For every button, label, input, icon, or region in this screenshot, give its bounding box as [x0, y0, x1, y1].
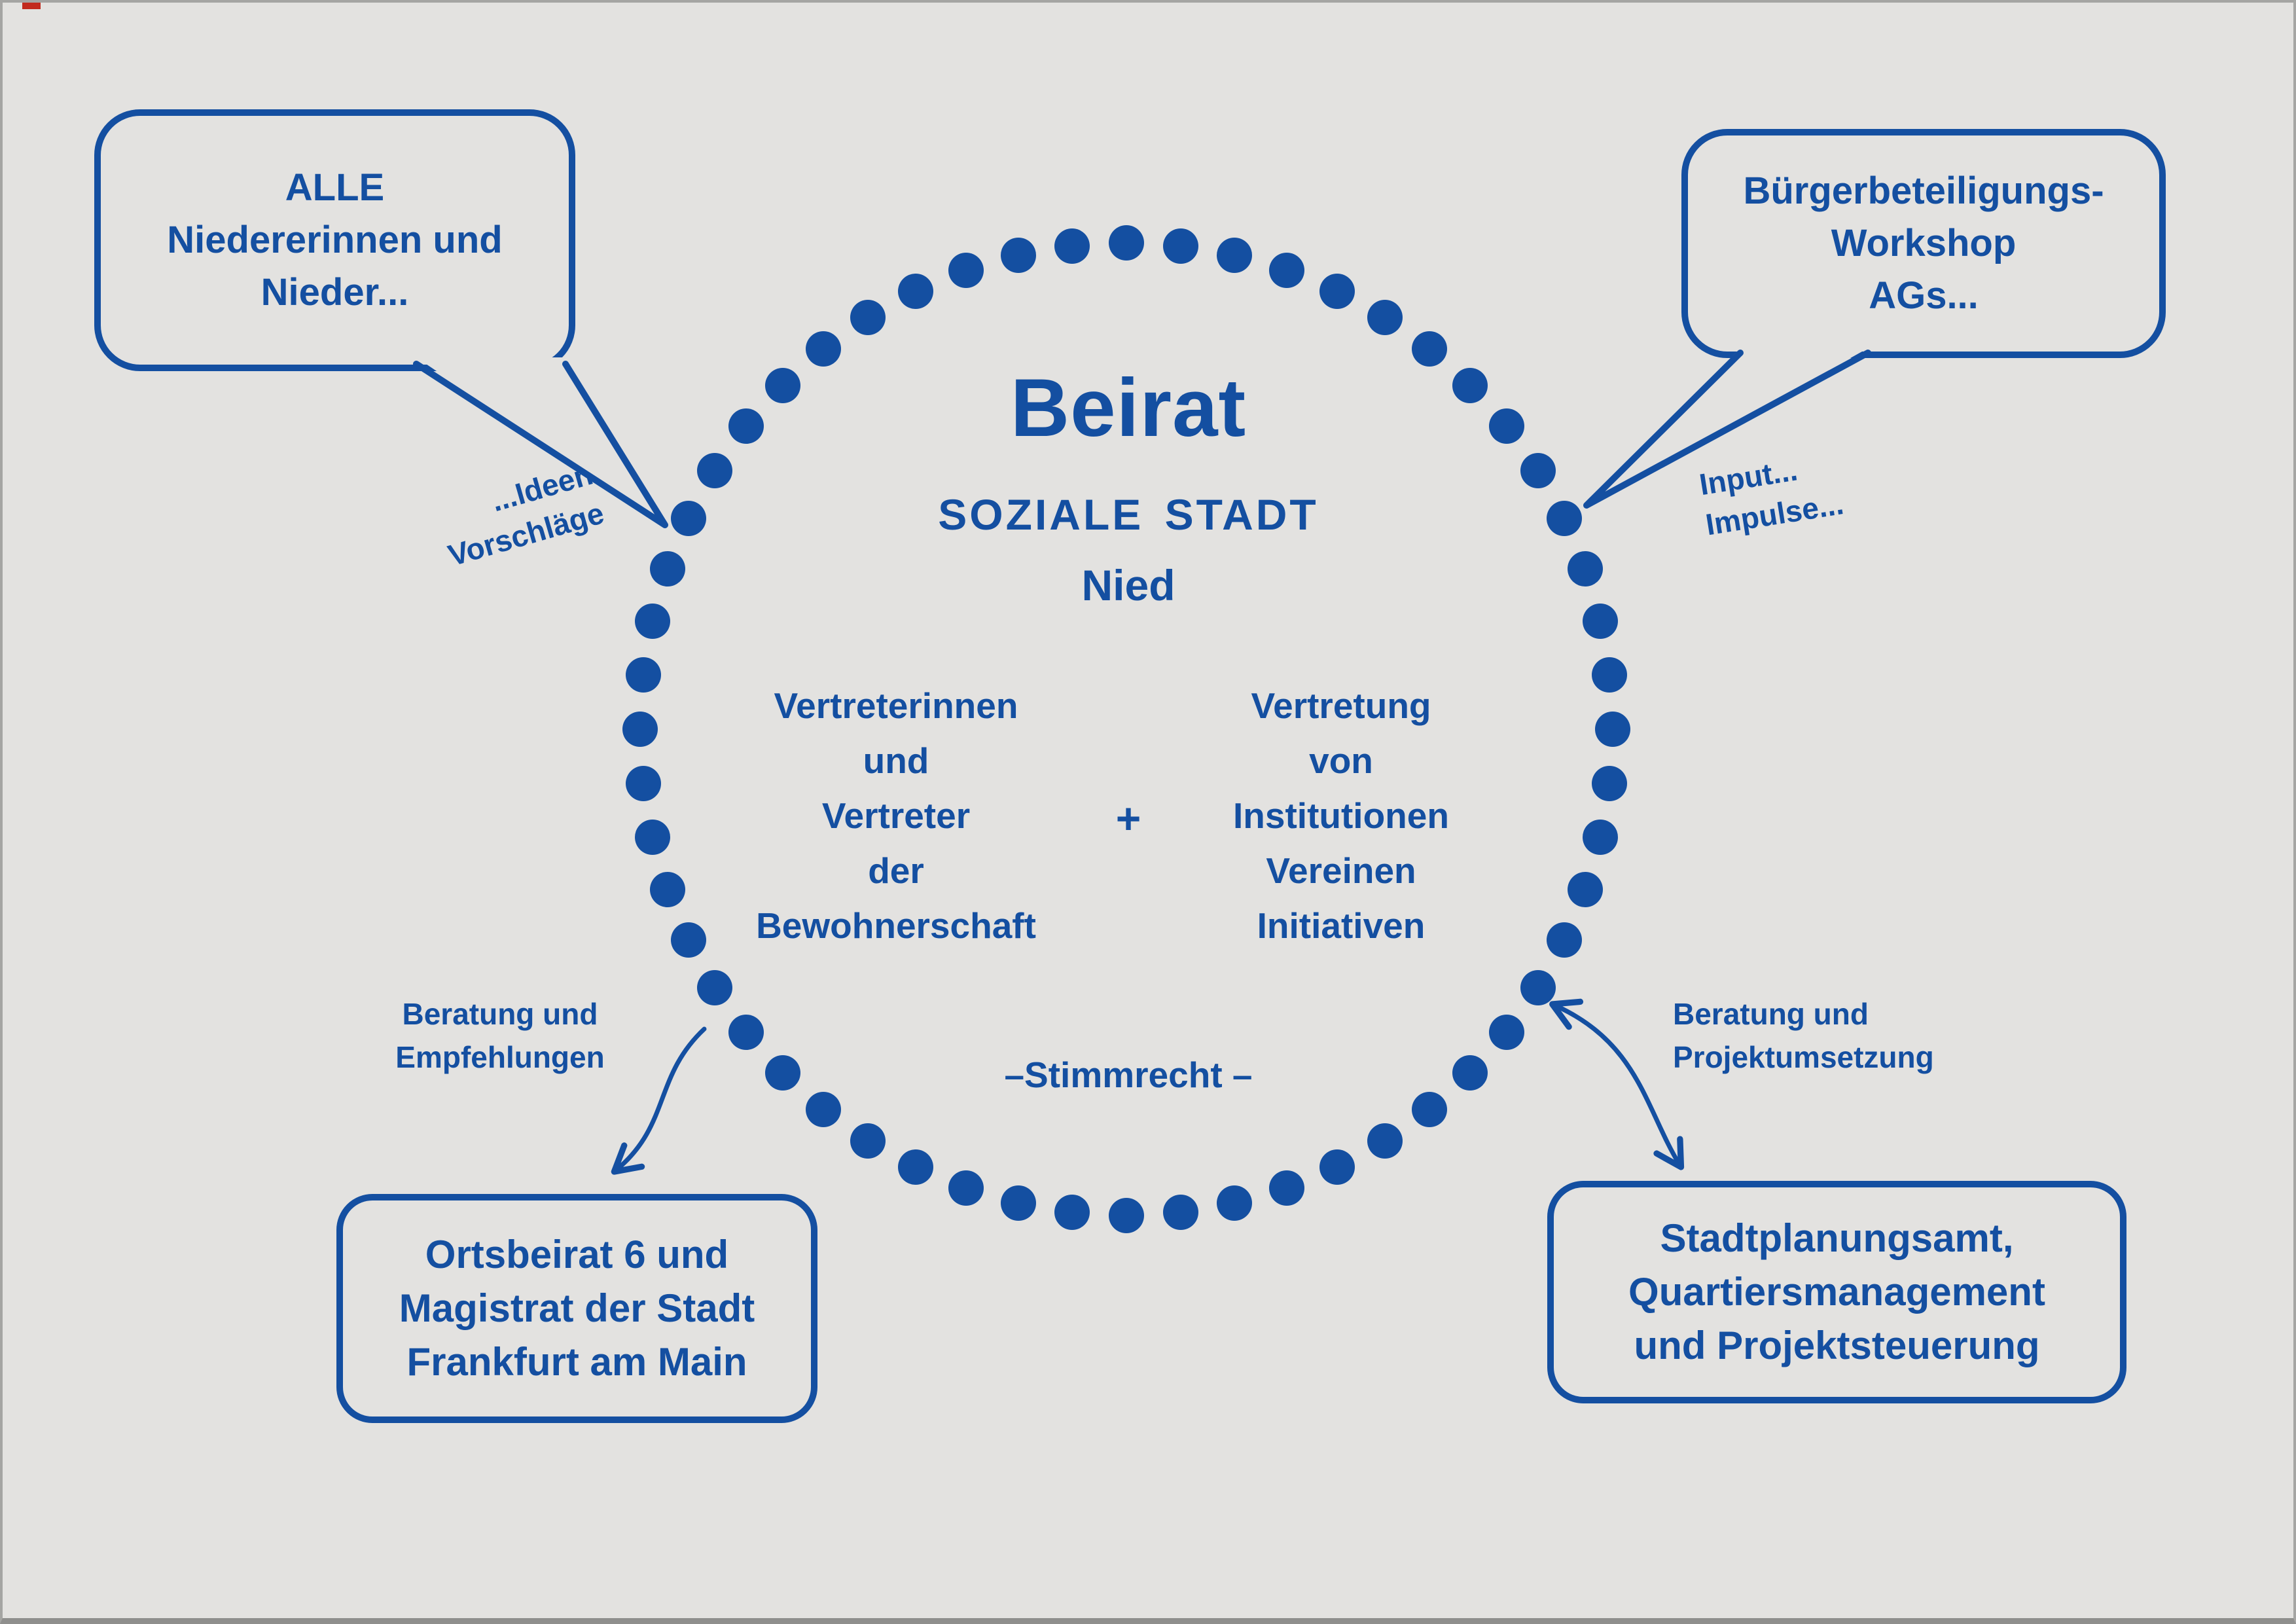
circle-dot [1054, 1195, 1090, 1231]
circle-dot [1592, 657, 1628, 693]
circle-dot [1367, 299, 1403, 335]
institutions-column-line: von [1309, 740, 1373, 781]
input-impulse-label: Input... Impulse... [1696, 443, 1846, 545]
box-line: Frankfurt am Main [406, 1340, 747, 1384]
circle-dot [1583, 820, 1619, 856]
circle-dot [764, 1055, 800, 1091]
circle-dot [1412, 1091, 1448, 1127]
voting-note: –Stimmrecht – [1004, 1055, 1253, 1095]
circle-dot [1583, 603, 1619, 639]
box-line: und Projektsteuerung [1634, 1324, 2040, 1367]
circle-dot [1412, 331, 1448, 367]
residents-column-line: Vertreter [821, 795, 971, 836]
circle-dot [1520, 970, 1556, 1006]
circle-dot [1109, 225, 1144, 261]
circle-dot [649, 550, 685, 586]
speech-bubble-workshops: Bürgerbeteiligungs- Workshop AGs... [1681, 129, 2166, 358]
bubble-line: ALLE [285, 166, 385, 209]
label-line: Projektumsetzung [1673, 1040, 1934, 1074]
box-stadtplanungsamt: Stadtplanungsamt, Quartiersmanagement un… [1547, 1181, 2126, 1403]
circle-dot [622, 712, 658, 747]
circle-dot [728, 408, 764, 444]
circle-dot [1109, 1198, 1144, 1233]
circle-dot [1520, 452, 1556, 488]
circle-dot [1568, 550, 1604, 586]
circle-dot [897, 1149, 933, 1185]
circle-dot [649, 872, 685, 908]
institutions-column-line: Initiativen [1257, 905, 1426, 946]
circle-dot [1163, 228, 1199, 264]
bubble-line: Workshop [1831, 222, 2017, 264]
box-ortsbeirat-magistrat: Ortsbeirat 6 und Magistrat der Stadt Fra… [336, 1194, 817, 1423]
circle-dot [625, 766, 661, 802]
circle-dot [1000, 237, 1036, 273]
institutions-column: Vertretung von Institutionen Vereinen In… [1138, 678, 1544, 953]
circle-dot [634, 603, 670, 639]
circle-dot [1595, 712, 1630, 747]
circle-dot [1367, 1123, 1403, 1159]
bubble-line: AGs... [1869, 274, 1979, 317]
circle-dot [897, 273, 933, 309]
speech-bubble-all-residents: ALLE Niedererinnen und Nieder... [94, 109, 575, 371]
box-line: Magistrat der Stadt [399, 1286, 755, 1330]
red-mark [22, 3, 41, 9]
circle-dot [1488, 408, 1524, 444]
circle-dot [805, 1091, 841, 1127]
circle-dot [1163, 1195, 1199, 1231]
circle-dot [1547, 922, 1583, 958]
institutions-column-line: Vertretung [1251, 685, 1431, 726]
circle-subtitle-soziale-stadt: SOZIALE STADT [938, 490, 1319, 539]
circle-dot [696, 970, 732, 1006]
beratung-projektumsetzung-label: Beratung und Projektumsetzung [1673, 992, 1934, 1079]
ideen-vorschlaege-label: ...Ideen Vorschläge [378, 454, 608, 591]
box-line: Stadtplanungsamt, [1660, 1216, 2014, 1260]
box-line: Ortsbeirat 6 und [425, 1233, 729, 1276]
circle-dot [728, 1015, 764, 1051]
institutions-column-line: Institutionen [1233, 795, 1449, 836]
circle-dot [1568, 872, 1604, 908]
circle-dot [634, 820, 670, 856]
bubble-line: Nieder... [260, 271, 409, 314]
circle-dot [1269, 252, 1305, 288]
residents-column-line: und [863, 740, 929, 781]
circle-title: Beirat [1010, 363, 1247, 454]
box-line: Quartiersmanagement [1628, 1270, 2045, 1314]
circle-dot [625, 657, 661, 693]
circle-dot [1452, 1055, 1488, 1091]
circle-dot [1319, 273, 1355, 309]
plus-sign: + [1115, 794, 1141, 842]
circle-dot [1452, 367, 1488, 403]
residents-column-line: Bewohnerschaft [756, 905, 1036, 946]
institutions-column-line: Vereinen [1266, 850, 1416, 891]
beratung-empfehlungen-label: Beratung und Empfehlungen [356, 992, 644, 1079]
label-line: Beratung und [1673, 997, 1869, 1031]
residents-column-line: der [868, 850, 924, 891]
circle-dot [670, 500, 706, 536]
circle-dot [1000, 1185, 1036, 1221]
label-line: Beratung und [402, 997, 598, 1031]
circle-dot [764, 367, 800, 403]
circle-dot [805, 331, 841, 367]
circle-dot [1592, 766, 1628, 802]
circle-dot [696, 452, 732, 488]
circle-dot [1217, 237, 1253, 273]
circle-dot [1319, 1149, 1355, 1185]
bubble-line: Bürgerbeteiligungs- [1743, 170, 2104, 212]
circle-dot [850, 1123, 886, 1159]
circle-dot [948, 252, 984, 288]
circle-dot [1269, 1170, 1305, 1206]
residents-column: Vertreterinnen und Vertreter der Bewohne… [696, 678, 1096, 953]
circle-subtitle-nied: Nied [1081, 561, 1175, 609]
circle-dot [1547, 500, 1583, 536]
circle-dot [1217, 1185, 1253, 1221]
circle-dot [948, 1170, 984, 1206]
circle-dot [850, 299, 886, 335]
circle-dot [670, 922, 706, 958]
circle-dot [1488, 1015, 1524, 1051]
bubble-line: Niedererinnen und [167, 219, 503, 261]
circle-dot [1054, 228, 1090, 264]
residents-column-line: Vertreterinnen [774, 685, 1018, 726]
label-line: Empfehlungen [395, 1040, 605, 1074]
